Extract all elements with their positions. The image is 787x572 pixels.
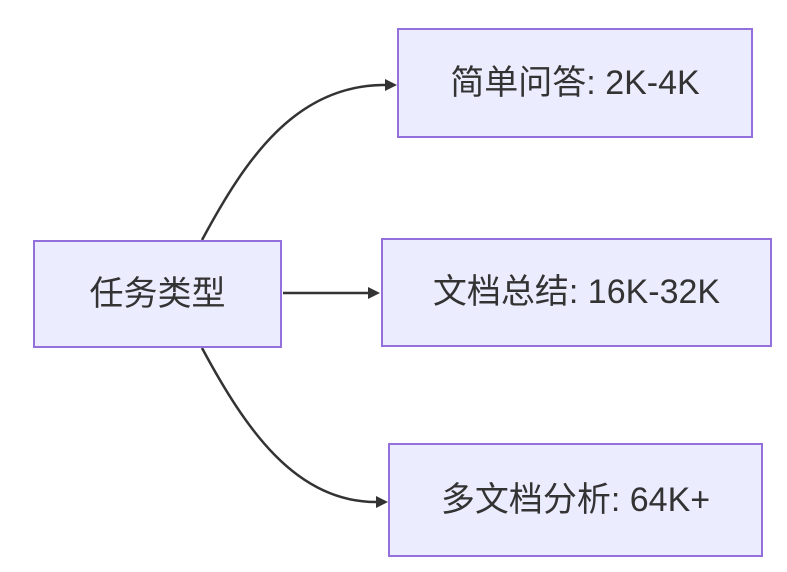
node-multi-doc: 多文档分析: 64K+ <box>388 443 763 557</box>
node-multi-doc-label: 多文档分析: 64K+ <box>440 480 711 519</box>
node-simple-qa-label: 简单问答: 2K-4K <box>450 63 700 102</box>
node-task-type-label: 任务类型 <box>89 274 226 313</box>
edge-root-to-multi-doc <box>200 347 388 508</box>
node-doc-summary: 文档总结: 16K-32K <box>381 238 772 347</box>
node-task-type: 任务类型 <box>33 240 282 348</box>
edge-root-to-simple-qa <box>200 79 397 241</box>
node-doc-summary-label: 文档总结: 16K-32K <box>432 273 721 312</box>
node-simple-qa: 简单问答: 2K-4K <box>397 28 753 138</box>
